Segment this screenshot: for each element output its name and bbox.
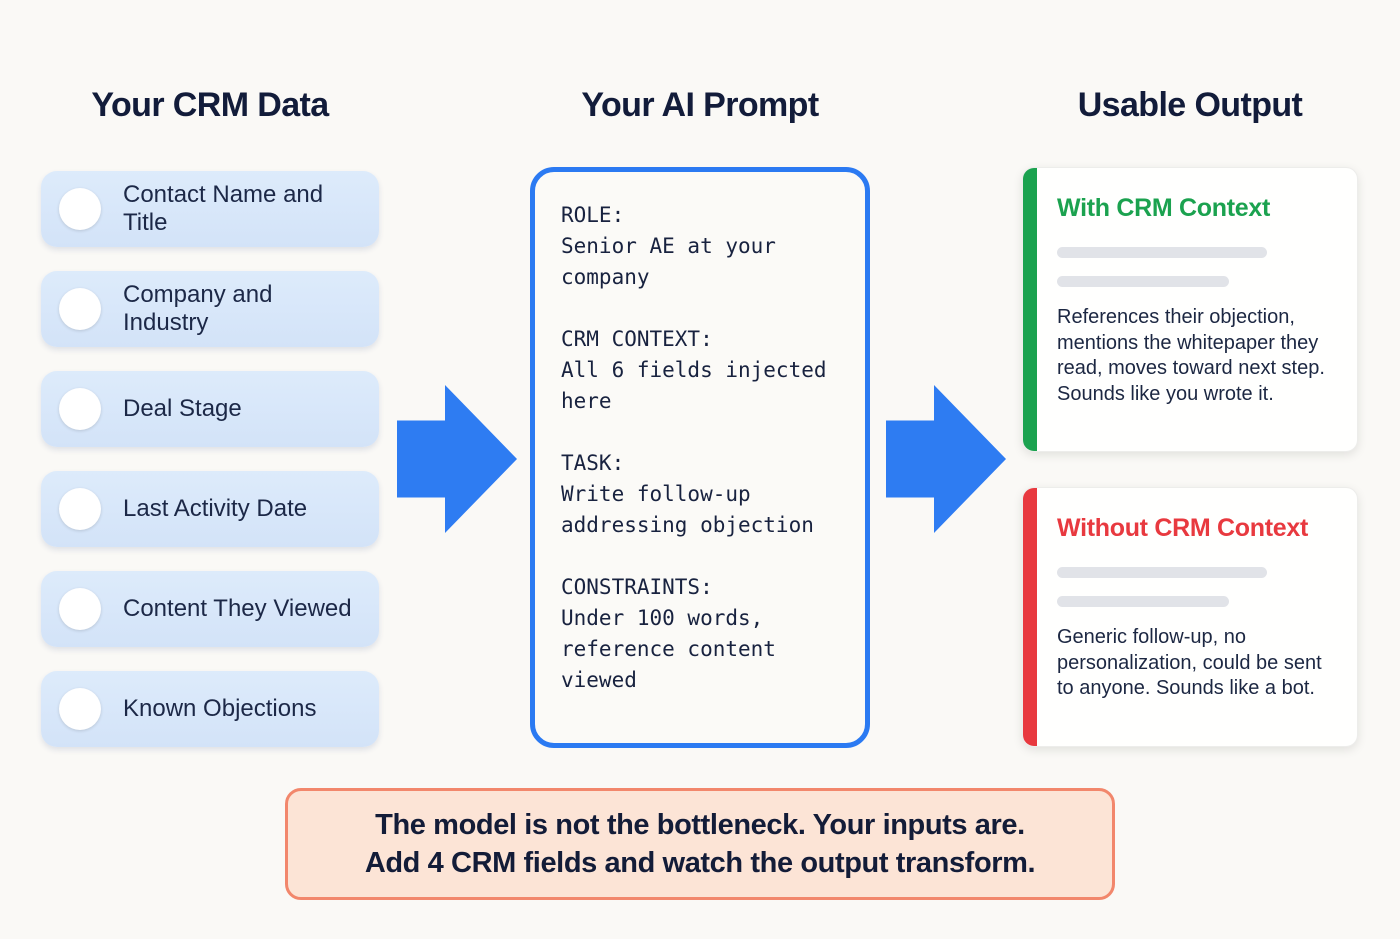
skeleton-text-bar [1057, 567, 1267, 578]
skeleton-text-bar [1057, 596, 1229, 607]
ai-prompt-box: ROLE: Senior AE at your company CRM CONT… [530, 167, 870, 748]
prompt-section-role: ROLE: Senior AE at your company [561, 200, 857, 293]
usable-output-heading: Usable Output [1077, 86, 1303, 124]
output-card-with-crm-context: With CRM Context References their object… [1022, 167, 1358, 452]
prompt-section-constraints: CONSTRAINTS: Under 100 words, reference … [561, 572, 857, 696]
prompt-section-label: ROLE: [561, 203, 625, 227]
prompt-section-body: Senior AE at your company [561, 234, 776, 289]
crm-field-label: Last Activity Date [123, 495, 308, 522]
crm-field-list: Contact Name and Title Company and Indus… [41, 171, 379, 747]
crm-field-known-objections: Known Objections [41, 671, 379, 747]
prompt-section-label: TASK: [561, 451, 625, 475]
prompt-section-label: CRM CONTEXT: [561, 327, 713, 351]
banner-line-1: The model is not the bottleneck. Your in… [375, 809, 1025, 841]
prompt-section-crm-context: CRM CONTEXT: All 6 fields injected here [561, 324, 857, 417]
ai-prompt-heading: Your AI Prompt [581, 86, 819, 124]
bullet-circle-icon [59, 288, 101, 330]
output-card-body: References their objection, mentions the… [1057, 306, 1325, 405]
takeaway-banner: The model is not the bottleneck. Your in… [285, 788, 1115, 900]
banner-line-2: Add 4 CRM fields and watch the output tr… [364, 847, 1036, 879]
crm-field-label: Content They Viewed [123, 595, 352, 622]
bullet-circle-icon [59, 688, 101, 730]
red-accent-bar [1023, 488, 1037, 746]
crm-field-label: Deal Stage [123, 395, 242, 422]
crm-data-heading: Your CRM Data [91, 86, 329, 124]
green-accent-bar [1023, 168, 1037, 451]
crm-field-contact-name: Contact Name and Title [41, 171, 379, 247]
crm-field-label: Company and Industry [123, 281, 273, 336]
crm-field-label: Contact Name and Title [123, 181, 324, 236]
right-arrow-icon [397, 385, 517, 533]
bullet-circle-icon [59, 588, 101, 630]
bullet-circle-icon [59, 388, 101, 430]
skeleton-text-bar [1057, 276, 1229, 287]
prompt-section-body: Write follow-up addressing objection [561, 482, 814, 537]
prompt-section-body: All 6 fields injected here [561, 358, 827, 413]
crm-field-last-activity: Last Activity Date [41, 471, 379, 547]
skeleton-text-bar [1057, 247, 1267, 258]
bullet-circle-icon [59, 488, 101, 530]
output-card-body: Generic follow-up, no personalization, c… [1057, 626, 1322, 699]
output-card-without-crm-context: Without CRM Context Generic follow-up, n… [1022, 487, 1358, 747]
prompt-section-body: Under 100 words, reference content viewe… [561, 606, 776, 692]
output-card-title: Without CRM Context [1057, 514, 1308, 542]
prompt-section-task: TASK: Write follow-up addressing objecti… [561, 448, 857, 541]
crm-field-content-viewed: Content They Viewed [41, 571, 379, 647]
crm-field-label: Known Objections [123, 695, 317, 722]
prompt-section-label: CONSTRAINTS: [561, 575, 713, 599]
right-arrow-icon [886, 385, 1006, 533]
bullet-circle-icon [59, 188, 101, 230]
output-card-title: With CRM Context [1057, 194, 1270, 222]
crm-field-deal-stage: Deal Stage [41, 371, 379, 447]
crm-field-company-industry: Company and Industry [41, 271, 379, 347]
